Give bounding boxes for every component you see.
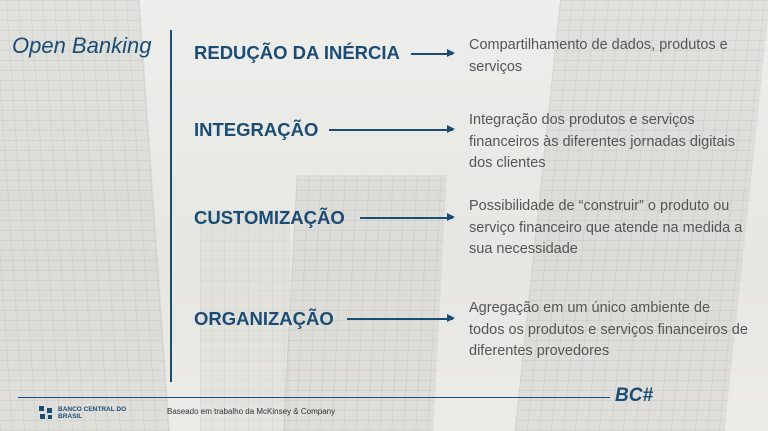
building-small: [200, 210, 290, 431]
arrow-icon: [411, 50, 455, 56]
slide-title: Open Banking: [12, 33, 152, 58]
item-description-customizacao: Possibilidade de “construir” o produto o…: [469, 198, 743, 257]
vertical-divider: [170, 30, 172, 382]
footer-credit: Baseado em trabalho da McKinsey & Compan…: [167, 407, 336, 416]
banco-central-emblem-icon: [39, 406, 52, 419]
item-description-organizacao: Agregação em um único ambiente de todos …: [469, 300, 748, 359]
arrow-icon: [347, 315, 455, 321]
item-heading-integracao: INTEGRAÇÃO: [194, 119, 319, 140]
item-heading-reducao: REDUÇÃO DA INÉRCIA: [194, 42, 400, 63]
item-description-integracao: Integração dos produtos e serviços finan…: [469, 112, 735, 171]
arrow-icon: [329, 126, 455, 132]
item-description-reducao: Compartilhamento de dados, produtos e se…: [469, 37, 728, 75]
item-heading-organizacao: ORGANIZAÇÃO: [194, 308, 334, 329]
building-left: [0, 0, 171, 431]
banco-central-logo: BANCO CENTRAL DO BRASIL: [38, 405, 136, 421]
item-heading-customizacao: CUSTOMIZAÇÃO: [194, 207, 345, 228]
footer-divider: [18, 397, 610, 398]
bc-hash-brand-mark: BC#: [615, 385, 654, 406]
logo-text: BANCO CENTRAL DO BRASIL: [58, 406, 127, 420]
arrow-icon: [360, 214, 455, 220]
